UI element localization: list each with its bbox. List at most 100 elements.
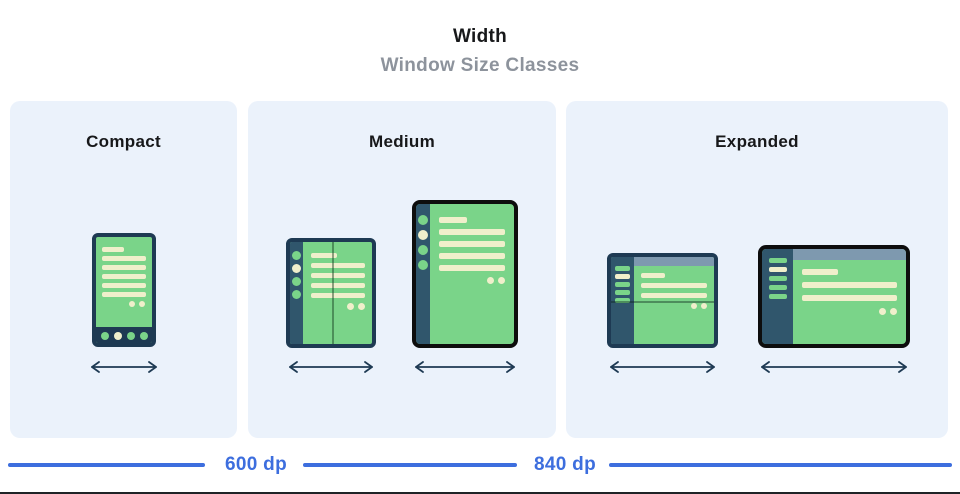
content-line [641,283,707,288]
panel-compact-label: Compact [86,132,161,151]
action-dots [102,301,145,307]
action-dots [802,308,897,315]
content-line [439,265,505,271]
width-arrow-icon [286,359,376,375]
content-line [641,293,707,298]
panel-medium-label: Medium [368,132,436,151]
page-subtitle: Window Size Classes [380,55,580,76]
content-line [311,273,365,278]
breakpoint-600-label: 600 dp [225,454,287,475]
rail-dot-icon [418,215,428,225]
diagram-header: Width Window Size Classes [0,26,960,77]
content-line [102,274,146,279]
content-line [311,263,365,268]
dot-icon [347,303,354,310]
content-line [102,283,146,288]
large-display-screen [793,249,906,344]
dot-icon [129,301,135,307]
rail-item-icon [615,290,630,295]
content-lines [634,266,714,309]
foldable-screen [303,242,372,344]
phone-screen [96,237,152,343]
panel-expanded: Expanded [566,101,948,438]
rail-item-icon [768,276,787,281]
dot-icon [139,301,145,307]
foldable-open-mockup [286,238,376,348]
width-arrow-icon [412,359,518,375]
breakpoint-840-label: 840 dp [534,454,596,475]
content-line [102,256,146,261]
rail-dot-icon [418,245,428,255]
rail-item-icon [768,285,787,290]
nav-dot-icon [126,331,135,340]
ruler-line [8,463,205,467]
ruler-line [609,463,952,467]
content-line [311,293,365,298]
action-dots [641,303,707,309]
dot-icon [498,277,505,284]
rail-item-icon [768,267,787,272]
content-line [102,292,146,297]
nav-dot-icon [100,331,109,340]
landscape-foldable-mockup [607,253,718,348]
width-arrow-icon [88,359,160,375]
ruler-line [303,463,517,467]
dot-icon [487,277,494,284]
fold-line [611,300,714,303]
panel-compact: Compact [10,101,237,438]
page-title: Width [452,26,508,47]
content-title-line [311,253,337,258]
phone-nav-bar [96,327,152,343]
content-line [311,283,365,288]
width-arrow-icon [607,359,718,375]
content-title-line [102,247,124,252]
content-line [439,229,505,235]
large-display-mockup [758,245,910,348]
nav-rail [611,257,634,344]
rail-dot-icon [292,264,301,273]
nav-rail [416,204,430,344]
rail-item-icon [768,258,787,263]
rail-item-icon [768,294,787,299]
rail-dot-icon [418,230,428,240]
nav-dot-icon [113,331,122,340]
rail-item-icon [615,298,630,303]
rail-item-icon [615,282,630,287]
content-title-line [439,217,467,223]
panel-expanded-label: Expanded [715,132,799,151]
content-lines [793,260,906,315]
dot-icon [701,303,707,309]
rail-dot-icon [292,290,301,299]
width-arrow-icon [758,359,910,375]
phone-mockup [92,233,156,347]
content-line [802,282,897,288]
action-dots [311,303,365,310]
content-title-line [802,269,838,275]
rail-item-icon [615,266,630,271]
dot-icon [890,308,897,315]
nav-rail [762,249,793,344]
tablet-screen [430,204,514,344]
panel-medium: Medium [248,101,556,438]
phone-content-lines [102,247,146,307]
fold-line [331,242,334,344]
nav-rail [290,242,303,344]
nav-dot-icon [139,331,148,340]
content-line [439,253,505,259]
rail-dot-icon [292,251,301,260]
top-app-bar [634,257,714,266]
tablet-portrait-mockup [412,200,518,348]
dot-icon [358,303,365,310]
dot-icon [691,303,697,309]
landscape-foldable-screen [634,257,714,344]
action-dots [439,277,505,284]
dot-icon [879,308,886,315]
tablet-content-lines [430,204,514,284]
foldable-content-lines [303,242,372,310]
content-line [102,265,146,270]
content-line [439,241,505,247]
rail-dot-icon [418,260,428,270]
content-line [802,295,897,301]
rail-item-icon [615,274,630,279]
